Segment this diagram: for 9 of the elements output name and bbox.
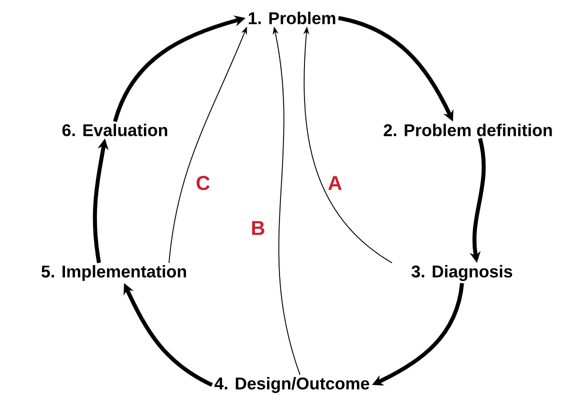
stage-label: 6. Evaluation [62, 124, 168, 136]
edge-label: A [326, 175, 344, 191]
stage-label: 1. Problem [248, 12, 336, 24]
stage-label: 5. Implementation [41, 265, 186, 281]
stage-label: 4. Design/Outcome [214, 377, 370, 393]
stage-label: 2. Problem definition [384, 124, 552, 136]
edge-label: B [250, 220, 266, 236]
edge-label: C [194, 174, 212, 192]
stage-label: 3. Diagnosis [412, 265, 512, 281]
